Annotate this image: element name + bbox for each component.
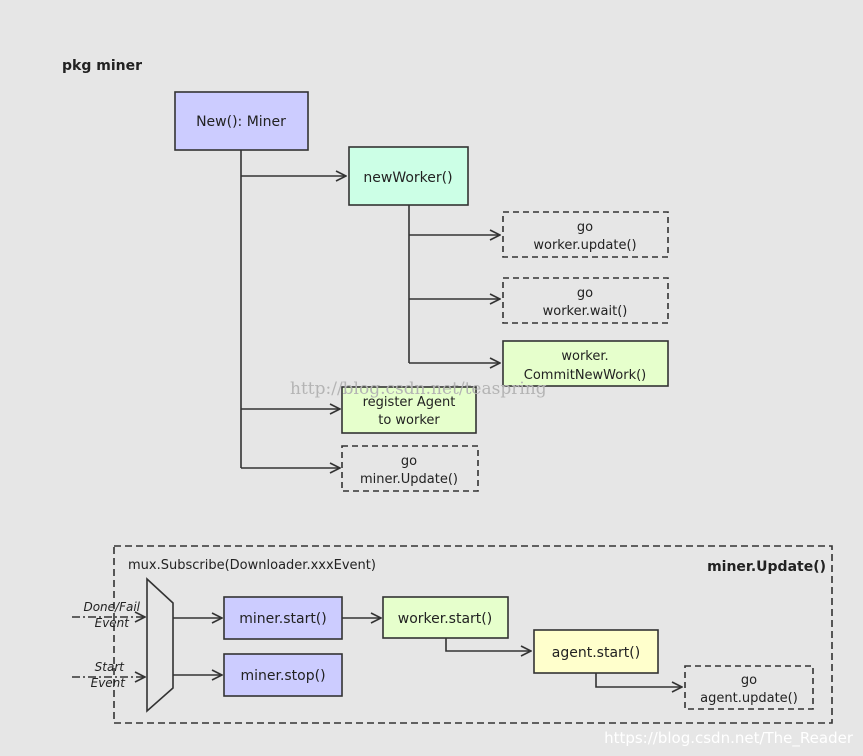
go-miner-update-node: go miner.Update() xyxy=(341,445,479,492)
miner-start-node: miner.start() xyxy=(223,596,343,640)
mux-shape xyxy=(146,577,174,713)
svg-text:miner.Update(): miner.Update() xyxy=(360,472,458,487)
svg-text:agent.update(): agent.update() xyxy=(700,691,798,706)
event-done-label-1: Done/Fail xyxy=(83,600,140,614)
new-worker-node: newWorker() xyxy=(348,146,469,206)
svg-text:go: go xyxy=(577,286,593,301)
new-miner-node: New(): Miner xyxy=(174,91,309,151)
svg-text:agent.start(): agent.start() xyxy=(552,645,640,661)
svg-text:go: go xyxy=(401,454,417,469)
svg-text:miner.stop(): miner.stop() xyxy=(240,668,325,684)
event-start-label-2: Event xyxy=(91,676,127,690)
svg-text:register Agent: register Agent xyxy=(363,395,456,410)
go-worker-wait-node: go worker.wait() xyxy=(502,277,669,324)
svg-text:miner.start(): miner.start() xyxy=(239,611,326,627)
svg-text:to worker: to worker xyxy=(378,413,440,428)
worker-start-node: worker.start() xyxy=(382,596,509,639)
svg-text:go: go xyxy=(577,220,593,235)
svg-text:worker.: worker. xyxy=(561,349,608,364)
top-connectors xyxy=(240,150,500,468)
svg-text:worker.update(): worker.update() xyxy=(533,238,636,253)
svg-text:worker.start(): worker.start() xyxy=(398,611,492,627)
go-worker-update-node: go worker.update() xyxy=(502,211,669,258)
watermark-center: http://blog.csdn.net/teaspring xyxy=(290,379,547,399)
svg-text:newWorker(): newWorker() xyxy=(363,170,452,186)
commit-new-work-node: worker. CommitNewWork() xyxy=(502,340,669,387)
subscribe-label: mux.Subscribe(Downloader.xxxEvent) xyxy=(128,558,376,573)
register-agent-node: register Agent to worker xyxy=(341,386,477,434)
diagram-title: pkg miner xyxy=(62,58,142,74)
update-section: miner.Update() mux.Subscribe(Downloader.… xyxy=(113,545,833,724)
watermark-bottom: https://blog.csdn.net/The_Reader xyxy=(604,729,854,748)
event-inputs xyxy=(72,617,145,677)
agent-start-node: agent.start() xyxy=(533,629,659,674)
go-agent-update-node: go agent.update() xyxy=(684,665,814,710)
update-section-title: miner.Update() xyxy=(707,559,826,575)
svg-text:worker.wait(): worker.wait() xyxy=(543,304,628,319)
event-done-label-2: Event xyxy=(95,616,131,630)
event-start-label-1: Start xyxy=(95,660,126,674)
miner-stop-node: miner.stop() xyxy=(223,653,343,697)
svg-text:go: go xyxy=(741,673,757,688)
svg-text:CommitNewWork(): CommitNewWork() xyxy=(524,368,646,383)
bottom-connectors xyxy=(173,618,682,687)
svg-text:New(): Miner: New(): Miner xyxy=(196,114,286,130)
